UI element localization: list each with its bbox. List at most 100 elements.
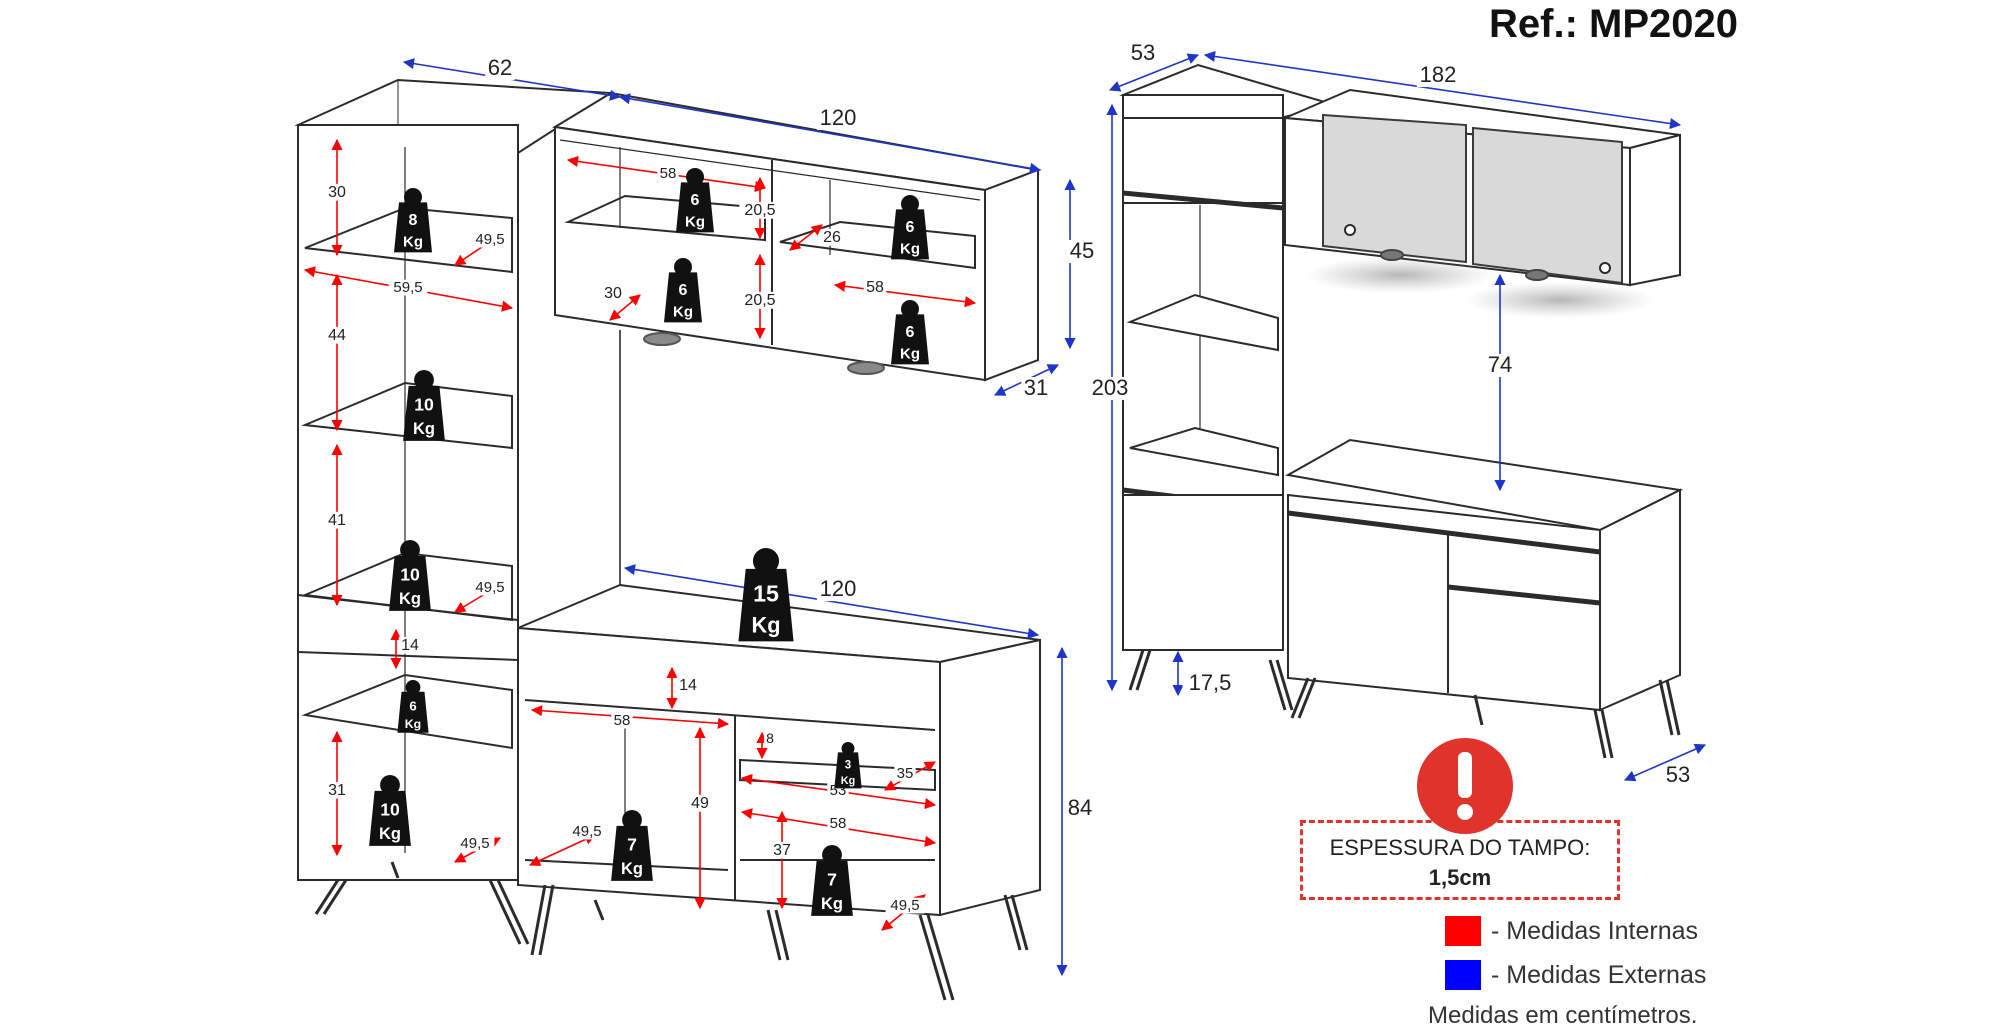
dimension-label-h-45: 45 [1070, 238, 1094, 263]
dimension-label-base-width: 120 [820, 576, 857, 601]
dimension-line-top-width [618, 93, 1042, 174]
weight-icon-w7b: 7Kg [811, 845, 853, 916]
dimension-label-bg [601, 284, 625, 302]
dimension-label-bg [1067, 239, 1097, 264]
dimension-label-bg [885, 897, 925, 914]
weight-icon-w7a: 7Kg [611, 810, 653, 881]
right-base-front [1287, 493, 1601, 712]
tabletop-thickness-notice: ESPESSURA DO TAMPO: 1,5cm [1300, 820, 1620, 900]
dimension-line-r-base-depth-53 [1623, 743, 1707, 782]
dimension-label-bg [816, 106, 860, 131]
dimension-label-bg [863, 278, 887, 296]
weight-unit: Kg [403, 233, 423, 250]
weight-value: 10 [380, 800, 400, 820]
weight-value: 6 [906, 219, 915, 236]
right-tall-upper-door [1122, 117, 1284, 204]
right-base-cabinet [1285, 438, 1684, 759]
dimension-label-top-width: 120 [820, 105, 857, 130]
dimension-label-bg [1128, 41, 1158, 66]
upper-cabinet [552, 91, 1042, 382]
legend-internal-label: - Medidas Internas [1491, 916, 1699, 945]
weight-value: 6 [679, 282, 688, 299]
weight-unit: Kg [900, 240, 920, 257]
dimension-label-d-26: 26 [823, 229, 841, 246]
dimension-label-bg [1182, 671, 1238, 696]
weight-unit: Kg [399, 590, 421, 608]
right-wall-cabinet [1284, 88, 1681, 318]
dimension-label-bg [820, 228, 844, 246]
weight-icon-w6d: 6Kg [891, 300, 929, 365]
weight-value: 3 [845, 760, 851, 772]
dimension-label-bg [470, 579, 510, 596]
dimension-label-w-58b: 58 [866, 279, 884, 296]
dimension-label-bg [470, 231, 510, 248]
weight-value: 6 [906, 324, 915, 341]
dimension-line-r-width-182 [1203, 50, 1682, 130]
weight-value: 10 [414, 395, 434, 415]
dimension-label-bg [325, 781, 349, 799]
dimension-label-bg [688, 794, 712, 812]
dimension-label-h-84: 84 [1068, 795, 1092, 820]
dimension-label-bg [567, 823, 607, 840]
notice-label: ESPESSURA DO TAMPO: [1329, 835, 1591, 860]
dimension-label-bg [1065, 796, 1095, 821]
weight-value: 7 [827, 870, 837, 890]
dimension-label-h-20-5b: 20,5 [744, 292, 775, 309]
dimension-label-bg [398, 636, 422, 654]
dimension-label-bg [739, 291, 781, 309]
weight-icon-w3: 3Kg [834, 742, 862, 789]
dimension-label-w-59-5: 59,5 [393, 279, 422, 296]
right-tall-cabinet [1119, 63, 1339, 711]
dimension-line-d-26 [789, 224, 823, 251]
dimension-label-bg [455, 835, 495, 852]
dimension-label-r-height-203: 203 [1092, 375, 1129, 400]
dimension-label-top-depth: 62 [488, 55, 512, 80]
dimension-label-bg [1021, 376, 1051, 401]
dimension-label-h-49: 49 [691, 795, 709, 812]
weight-value: 7 [627, 835, 637, 855]
weight-unit: Kg [673, 303, 693, 320]
dimension-label-bg [611, 712, 633, 729]
dimension-label-d-49-5a: 49,5 [475, 231, 504, 248]
dimension-label-d-49-5c: 49,5 [460, 835, 489, 852]
dimension-label-d-49-5e: 49,5 [890, 897, 919, 914]
dimension-label-bg [816, 577, 860, 602]
dimension-label-d-49-5d: 49,5 [572, 823, 601, 840]
dimension-label-r-gap-74: 74 [1488, 352, 1512, 377]
dimension-label-bg [676, 676, 700, 694]
dimension-label-d-35: 35 [897, 765, 914, 782]
weight-unit: Kg [405, 717, 421, 731]
dimension-label-r-width-182: 182 [1420, 62, 1457, 87]
weight-value: 10 [400, 565, 420, 585]
dimension-label-bg [657, 165, 679, 182]
right-tall-lower-door [1122, 494, 1284, 651]
dimension-label-w-58d: 58 [830, 815, 847, 832]
weight-unit: Kg [621, 860, 643, 878]
internal-swatch [1445, 916, 1481, 946]
weight-unit: Kg [413, 420, 435, 438]
dimension-label-r-leg-17-5: 17,5 [1189, 670, 1232, 695]
dimension-label-bg [770, 841, 794, 859]
dimension-label-h-37: 37 [773, 842, 791, 859]
dimension-line-w-58b [833, 280, 977, 308]
dimension-label-bg [739, 201, 781, 219]
dimension-label-h-44: 44 [328, 327, 346, 344]
reference-code: Ref.: MP2020 [1489, 2, 1738, 46]
dimension-label-h-14b: 14 [679, 677, 697, 694]
notice-value: 1,5cm [1428, 865, 1492, 890]
legend-external-label: - Medidas Externas [1491, 960, 1707, 989]
dimension-label-bg [325, 511, 349, 529]
dimension-label-r-depth-53: 53 [1131, 40, 1155, 65]
dimension-label-shelf-58a: 58 [660, 165, 677, 182]
dimension-label-h-8: 8 [766, 730, 774, 746]
dimension-label-bg [1416, 63, 1460, 88]
dimension-label-h-41: 41 [328, 512, 346, 529]
weight-value: 8 [409, 212, 418, 229]
